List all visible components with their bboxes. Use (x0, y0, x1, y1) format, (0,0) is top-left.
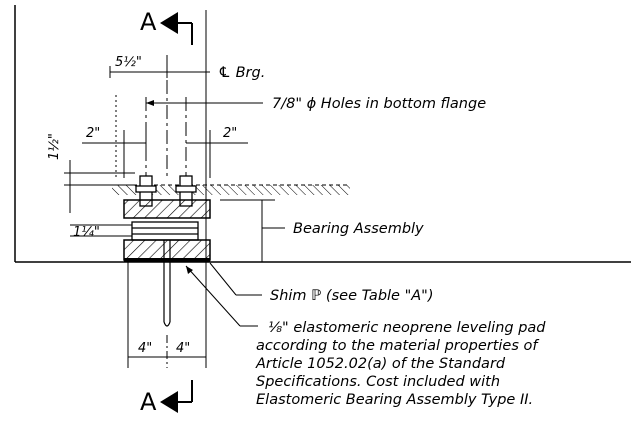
dim-two-right-label: 2" (223, 126, 237, 141)
shim-label: Shim ℙ (see Table "A") (270, 288, 434, 304)
leveling-pad-note: ⅛" elastomeric neoprene leveling pad acc… (255, 320, 546, 408)
cl-brg-label: ℄ Brg. (218, 65, 265, 81)
dimension-two-right: 2" (186, 126, 248, 178)
dim-two-left-label: 2" (86, 126, 100, 141)
dimension-five-half: 5½" (109, 55, 168, 78)
girder-outline (14, 5, 631, 263)
note-line-5: Elastomeric Bearing Assembly Type II. (256, 392, 533, 408)
dimension-one-quarter: 1¼" (70, 224, 135, 240)
dim-one-half-label: 1½" (47, 133, 62, 160)
leveling-pad-callout (185, 265, 258, 327)
section-mark-bottom: A (140, 380, 193, 416)
four-dim-extensions (127, 262, 207, 368)
note-line-3: Article 1052.02(a) of the Standard (255, 356, 506, 372)
bearing-assembly-callout: Bearing Assembly (220, 199, 424, 262)
dim-one-quarter-label: 1¼" (73, 225, 100, 240)
centerlines (115, 55, 187, 178)
section-label-bottom: A (140, 388, 157, 416)
anchor-bolt-shaft (163, 240, 171, 327)
note-line-1: ⅛" elastomeric neoprene leveling pad (268, 320, 546, 336)
note-line-4: Specifications. Cost included with (256, 374, 500, 390)
shim-callout: Shim ℙ (see Table "A") (209, 262, 434, 304)
holes-callout: 7/8" ϕ Holes in bottom flange (146, 96, 486, 112)
holes-label: 7/8" ϕ Holes in bottom flange (272, 96, 486, 112)
bottom-flange-hatch (112, 185, 350, 195)
dim-four-right-label: 4" (176, 341, 190, 356)
section-mark-top: A (140, 8, 193, 45)
dim-four-left-label: 4" (138, 341, 152, 356)
elastomeric-pad (131, 221, 199, 241)
shim-plate (124, 258, 210, 262)
top-bearing-plate (123, 199, 211, 219)
dimension-two-left: 2" (82, 126, 147, 178)
bearing-assembly-label: Bearing Assembly (293, 221, 424, 237)
dim-five-half-label: 5½" (115, 55, 142, 70)
dimension-one-half: 1½" (47, 133, 135, 213)
masonry-plate (123, 239, 211, 261)
cl-brg-callout: ℄ Brg. (167, 65, 265, 81)
note-line-2: according to the material properties of (256, 338, 539, 354)
section-label-top: A (140, 8, 157, 36)
